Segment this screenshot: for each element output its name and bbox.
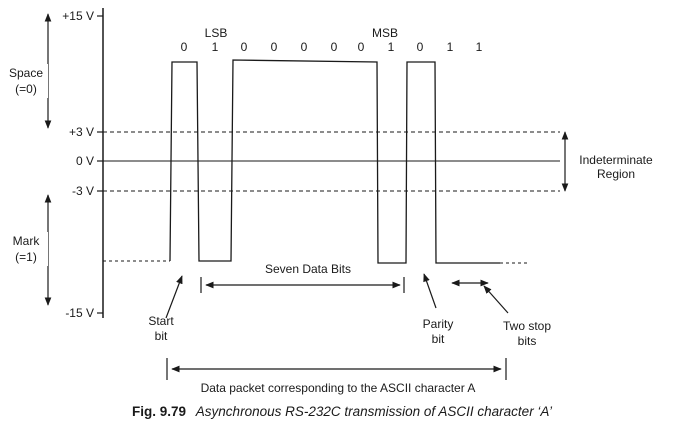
mark-value-label: (=1) [15,250,37,264]
lsb-label: LSB [205,26,228,40]
indeterminate-label-line1: Indeterminate [579,153,653,167]
bit-value: 0 [331,40,338,54]
parity-bit-pointer [423,273,437,309]
bit-value: 1 [476,40,483,54]
level-plus3: +3 V [69,125,94,139]
level-minus3: -3 V [72,184,94,198]
level-plus15: +15 V [62,9,94,23]
bit-value: 0 [241,40,248,54]
start-bit-label-line1: Start [148,314,174,328]
bit-value: 1 [388,40,395,54]
start-bit-label-line2: bit [155,329,168,343]
bit-value: 0 [181,40,188,54]
bit-value: 0 [271,40,278,54]
figure-number: Fig. 9.79 [132,404,187,419]
bit-value: 0 [417,40,424,54]
bit-value: 0 [358,40,365,54]
bit-value: 1 [447,40,454,54]
parity-bit-label-line1: Parity [423,317,454,331]
two-stop-bits-label-line1: Two stop [503,319,551,333]
bit-value: 1 [212,40,219,54]
figure-caption-text: Asynchronous RS-232C transmission of ASC… [195,404,552,419]
seven-data-bits-label: Seven Data Bits [265,262,351,276]
space-value-label: (=0) [15,82,37,96]
waveform [169,59,500,264]
bit-value: 0 [301,40,308,54]
two-stop-bits-label-line2: bits [518,334,537,348]
two-stop-bits-pointer [483,285,509,314]
level-zero: 0 V [76,154,94,168]
indeterminate-label-line2: Region [597,167,635,181]
level-minus15: -15 V [65,306,94,320]
mark-label: Mark [13,234,41,248]
figure-caption: Fig. 9.79 Asynchronous RS-232C transmiss… [132,404,632,419]
data-packet-label: Data packet corresponding to the ASCII c… [201,381,476,395]
parity-bit-label-line2: bit [432,332,445,346]
msb-label: MSB [372,26,398,40]
start-bit-pointer [165,275,183,319]
space-label: Space [9,66,43,80]
